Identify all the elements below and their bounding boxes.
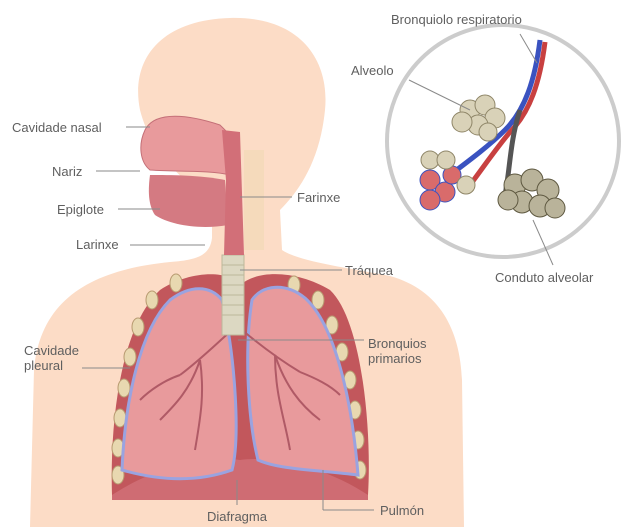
label-bronquios-primarios: Bronquios primarios xyxy=(368,336,427,366)
label-bronquiolo-respiratorio: Bronquiolo respiratorio xyxy=(391,12,522,27)
oral-cavity xyxy=(149,175,228,227)
label-cavidade-nasal: Cavidade nasal xyxy=(12,120,102,135)
label-bronquios-line1: Bronquios xyxy=(368,336,427,351)
label-nariz: Nariz xyxy=(52,164,82,179)
label-larinxe: Larinxe xyxy=(76,237,119,252)
label-cavidade-pleural-line1: Cavidade xyxy=(24,343,79,358)
label-cavidade-pleural-line2: pleural xyxy=(24,358,79,373)
label-farinxe: Farinxe xyxy=(297,190,340,205)
spine xyxy=(244,150,264,250)
label-epiglote: Epiglote xyxy=(57,202,104,217)
label-pulmon: Pulmón xyxy=(380,503,424,518)
label-alveolo: Alveolo xyxy=(351,63,394,78)
label-cavidade-pleural: Cavidade pleural xyxy=(24,343,79,373)
label-diafragma: Diafragma xyxy=(207,509,267,524)
label-traquea: Tráquea xyxy=(345,263,393,278)
label-bronquios-line2: primarios xyxy=(368,351,427,366)
label-conduto-alveolar: Conduto alveolar xyxy=(495,270,593,285)
